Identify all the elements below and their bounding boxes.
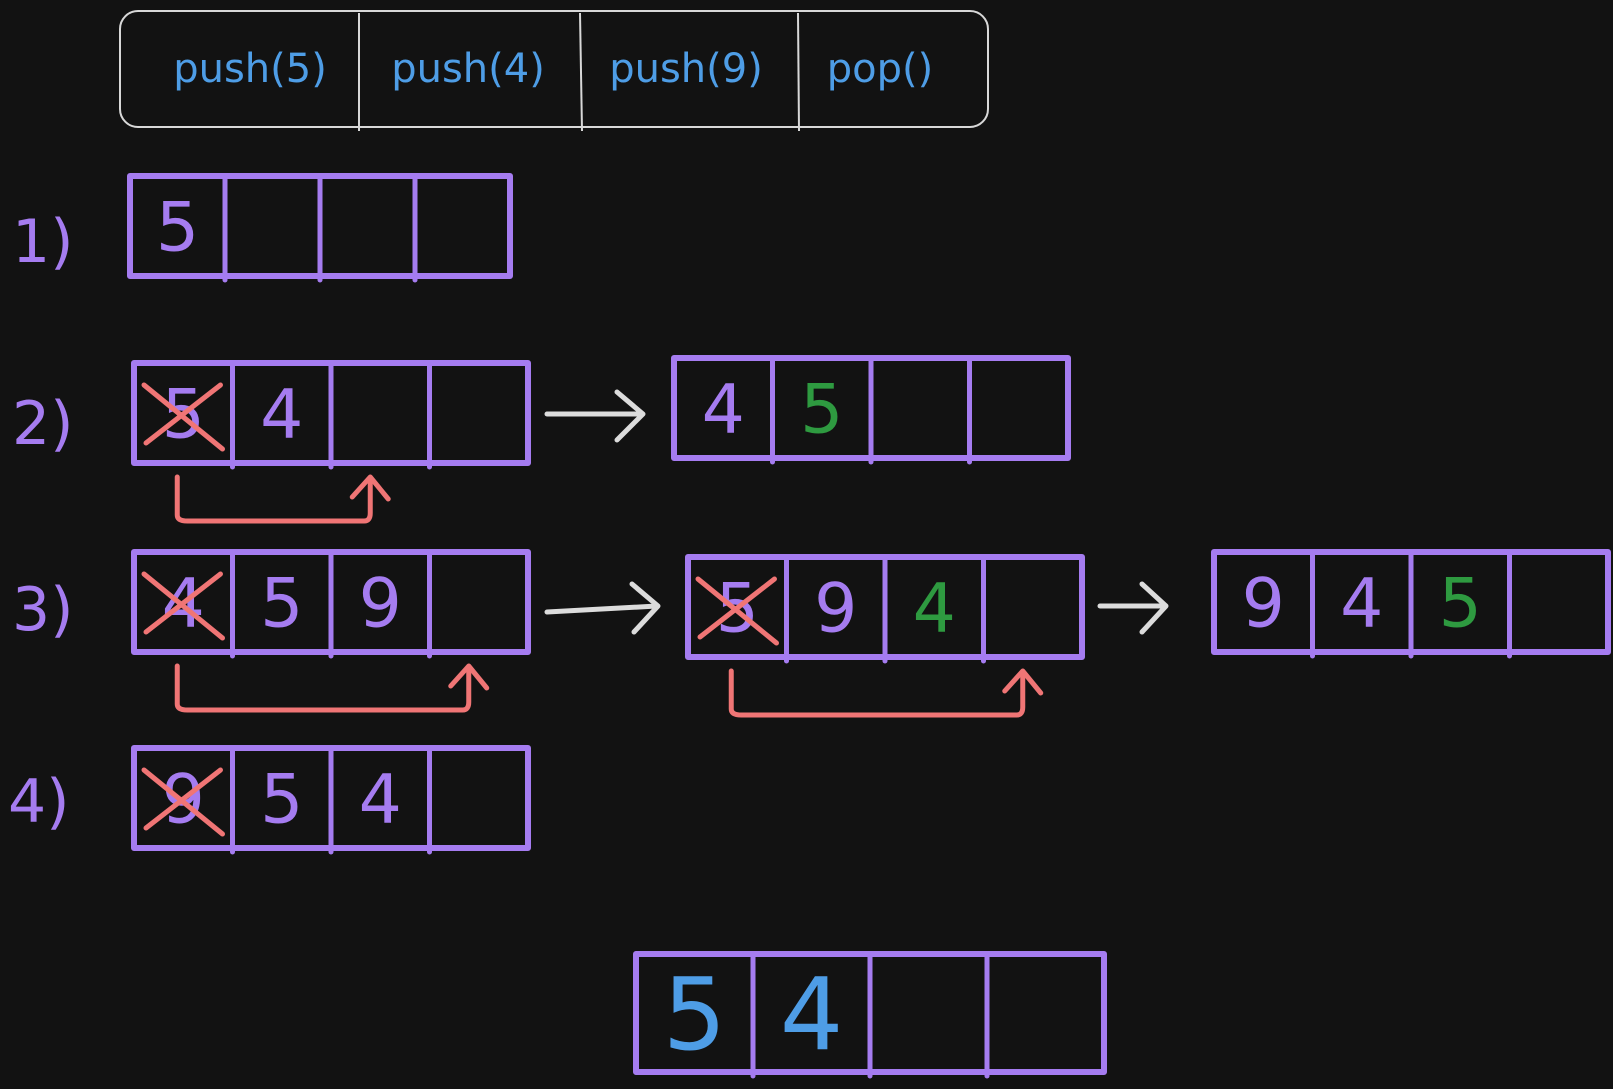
cell-value: 5 bbox=[260, 564, 303, 643]
stack-cell: 5 bbox=[663, 956, 727, 1073]
transition-arrow bbox=[1097, 581, 1169, 635]
operation-push-9: push(9) bbox=[609, 46, 763, 92]
stack-cell: 9 bbox=[1242, 564, 1285, 643]
stack-cell: 5 bbox=[695, 569, 779, 648]
stack-cell: 5 bbox=[260, 760, 303, 839]
cell-value: 4 bbox=[359, 760, 402, 839]
operations-divider bbox=[579, 12, 583, 132]
cross-out-mark bbox=[143, 767, 223, 831]
cross-out-mark bbox=[697, 576, 777, 640]
stack-cell: 5 bbox=[260, 564, 303, 643]
stack-cell: 4 bbox=[1340, 564, 1383, 643]
operations-strip: push(5) push(4) push(9) pop() bbox=[119, 10, 989, 132]
operations-frame bbox=[119, 10, 989, 128]
stack-cell: 9 bbox=[814, 569, 857, 648]
stack-cell: 4 bbox=[141, 564, 225, 643]
transition-arrow bbox=[544, 389, 646, 443]
stack-cell: 5 bbox=[1439, 564, 1482, 643]
cell-value: 4 bbox=[260, 375, 303, 454]
stack-step-1-state-1: 5 bbox=[127, 173, 513, 283]
cell-value: 4 bbox=[780, 956, 844, 1073]
stack-cell: 5 bbox=[800, 370, 843, 449]
stack-cell: 5 bbox=[156, 188, 199, 267]
operation-push-5: push(5) bbox=[173, 46, 327, 92]
move-arrow bbox=[728, 668, 1044, 718]
step-label-3: 3) bbox=[12, 575, 74, 645]
stack-cell: 4 bbox=[260, 375, 303, 454]
stack-cell: 5 bbox=[141, 375, 225, 454]
cross-out-mark bbox=[143, 571, 223, 635]
cell-value: 4 bbox=[913, 569, 956, 648]
operation-pop: pop() bbox=[827, 46, 933, 92]
cell-value: 9 bbox=[359, 564, 402, 643]
stack-cell: 4 bbox=[780, 956, 844, 1073]
cell-value: 9 bbox=[1242, 564, 1285, 643]
stack-cell: 4 bbox=[359, 760, 402, 839]
cell-value: 5 bbox=[1439, 564, 1482, 643]
stack-cell: 4 bbox=[702, 370, 745, 449]
cell-value: 4 bbox=[702, 370, 745, 449]
operations-divider bbox=[797, 12, 800, 132]
cell-value: 5 bbox=[663, 956, 727, 1073]
cell-value: 5 bbox=[260, 760, 303, 839]
cross-out-mark bbox=[143, 382, 223, 446]
cell-value: 5 bbox=[800, 370, 843, 449]
operation-push-4: push(4) bbox=[391, 46, 545, 92]
step-label-1: 1) bbox=[12, 207, 74, 277]
stack-cell: 9 bbox=[359, 564, 402, 643]
cell-value: 5 bbox=[156, 188, 199, 267]
stack-cell: 4 bbox=[913, 569, 956, 648]
step-label-2: 2) bbox=[12, 389, 74, 459]
stack-cell: 9 bbox=[141, 760, 225, 839]
step-label-4: 4) bbox=[8, 767, 70, 837]
move-arrow bbox=[174, 474, 391, 524]
transition-arrow bbox=[544, 581, 661, 635]
cell-value: 4 bbox=[1340, 564, 1383, 643]
move-arrow bbox=[174, 663, 490, 713]
cell-value: 9 bbox=[814, 569, 857, 648]
